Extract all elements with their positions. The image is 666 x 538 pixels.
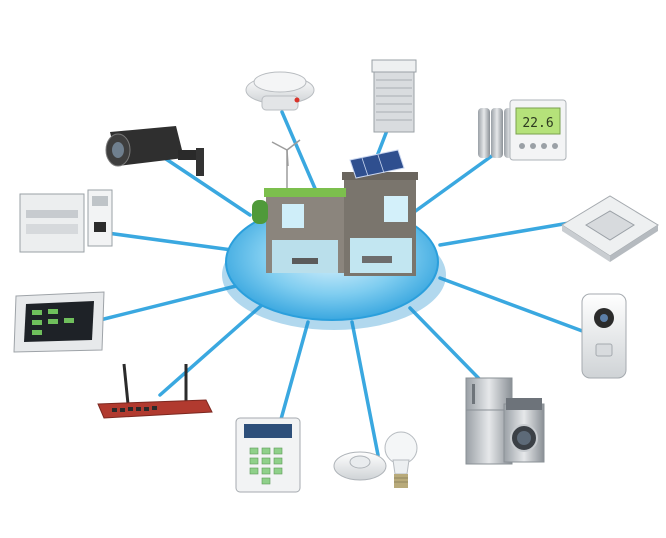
touch-panel — [13, 291, 105, 353]
connector-router — [158, 303, 264, 397]
doorbell-icon — [581, 293, 627, 379]
ceiling-air-conditioner — [561, 195, 659, 262]
connector-smoke-detector — [280, 110, 322, 202]
motion-sensor-light-bulb — [333, 431, 418, 488]
connector-touch-panel — [98, 283, 242, 322]
microwave-icon — [506, 398, 542, 410]
connector-camera — [158, 153, 252, 217]
alarm-keypad — [235, 417, 301, 493]
connector-keypad — [276, 320, 310, 432]
connector-din-rail — [98, 230, 234, 252]
connector-lines — [98, 110, 587, 457]
solar-panel-icon — [349, 149, 405, 179]
light-bulb-icon — [384, 431, 418, 488]
connector-air-conditioner — [438, 220, 577, 247]
camera-icon — [105, 126, 204, 176]
central-house-hub — [222, 139, 446, 330]
wifi-router — [97, 363, 213, 419]
connector-light-bulb — [350, 320, 380, 457]
din-rail-icon — [19, 193, 85, 253]
house-roof-garden — [264, 188, 346, 197]
video-doorbell — [581, 293, 627, 379]
house-right-glass — [350, 238, 412, 273]
connector-thermostat — [408, 148, 502, 217]
thermostat-radiator: 22.6 — [478, 99, 567, 161]
house-left-tree — [252, 200, 268, 224]
din-rail-modules — [19, 189, 113, 253]
house-right-window — [384, 196, 408, 222]
roller-shutter — [371, 59, 417, 133]
house-left-glass — [272, 240, 338, 273]
fridge-washing-machine — [465, 377, 545, 465]
connector-doorbell — [438, 276, 587, 334]
smoke-detector — [245, 71, 315, 111]
thermostat-screen — [515, 107, 561, 135]
house-upper-window — [282, 204, 304, 228]
cctv-camera — [105, 126, 204, 176]
thermostat-display: 22.6 — [522, 116, 553, 131]
house-roof-slab — [342, 172, 418, 180]
